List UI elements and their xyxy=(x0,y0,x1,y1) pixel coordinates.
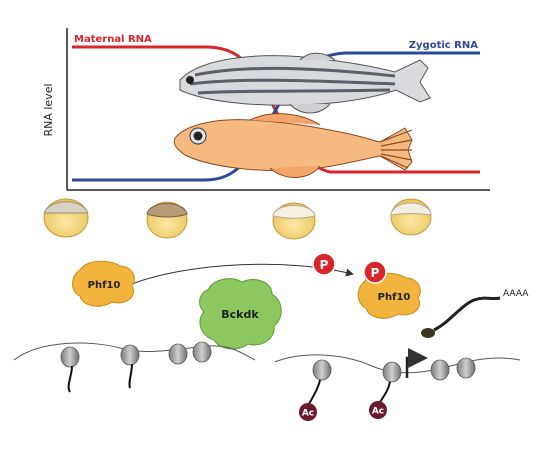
phosphorylation-panel: Phf10 Bckdk P Phf10 P xyxy=(72,252,421,350)
chromatin-right: Ac Ac xyxy=(274,348,521,421)
svg-text:P: P xyxy=(371,266,380,280)
y-axis-label: RNA level xyxy=(42,83,55,136)
zygotic-rna-label: Zygotic RNA xyxy=(409,40,478,51)
mrna-transcript: AAAA xyxy=(421,289,529,338)
medaka-illustration xyxy=(173,113,413,178)
phf10-left-label: Phf10 xyxy=(88,280,121,291)
nucleosome xyxy=(60,346,80,393)
embryo-stages xyxy=(43,198,432,240)
nucleosome xyxy=(378,361,402,405)
phf10-protein-left: Phf10 xyxy=(72,260,135,307)
embryo-stage-2 xyxy=(146,201,188,239)
phospho-badge-top: P xyxy=(312,252,336,276)
embryo-stage-3 xyxy=(272,202,316,240)
nucleosome xyxy=(192,341,212,363)
bckdk-protein: Bckdk xyxy=(199,278,282,350)
nucleosome xyxy=(456,357,476,379)
svg-text:P: P xyxy=(320,258,329,272)
phospho-badge-right: P xyxy=(363,260,387,284)
polya-tail-label: AAAA xyxy=(503,289,529,299)
nucleosome xyxy=(120,344,140,389)
acetyl-mark-right: Ac xyxy=(369,401,387,419)
chromatin-left xyxy=(13,341,256,393)
zebrafish-illustration xyxy=(179,52,431,114)
nucleosome xyxy=(168,343,188,365)
phf10-protein-right: Phf10 xyxy=(357,272,421,319)
rna-level-chart: RNA level Maternal RNA Zygotic RNA xyxy=(42,28,490,191)
phf10-right-label: Phf10 xyxy=(378,292,411,303)
bckdk-label: Bckdk xyxy=(221,308,259,321)
nucleosome xyxy=(308,359,332,405)
svg-text:Ac: Ac xyxy=(302,409,314,419)
nucleosome xyxy=(430,359,450,381)
svg-text:Ac: Ac xyxy=(372,407,384,417)
transcription-start-arrow-icon xyxy=(405,348,428,378)
embryo-stage-4 xyxy=(390,198,432,236)
embryo-stage-1 xyxy=(43,198,89,238)
maternal-rna-label: Maternal RNA xyxy=(74,34,152,45)
acetyl-mark-left: Ac xyxy=(299,403,317,421)
